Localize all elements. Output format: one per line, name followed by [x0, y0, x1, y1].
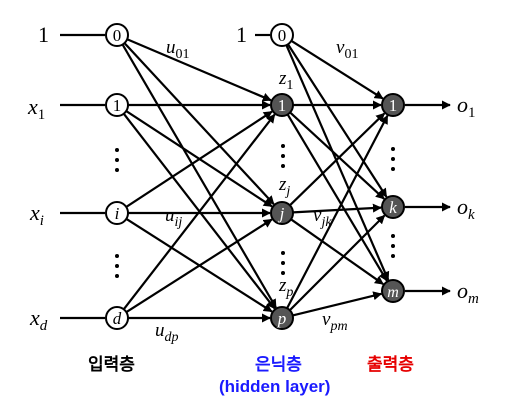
- edge-hidden-j-to-output-1: [289, 112, 386, 207]
- weight-label-v01: v01: [336, 37, 358, 62]
- edge-hidden-p-to-output-1: [286, 114, 389, 309]
- output-node-m: m: [381, 279, 405, 303]
- activation-label-zp: zp: [278, 275, 293, 300]
- output-label-om: om: [457, 278, 479, 307]
- hidden-node-1: 1: [270, 93, 294, 117]
- weight-label-vpm: vpm: [322, 309, 348, 334]
- hidden-ellipsis-lower-icon: [281, 251, 285, 275]
- input-layer-nodes: 0 1 i d: [105, 23, 129, 330]
- input-ellipsis-upper-icon: [115, 148, 119, 172]
- output-label-o1: o1: [457, 92, 476, 121]
- input-ellipsis-lower-icon: [115, 254, 119, 278]
- output-ellipsis-upper-icon: [391, 147, 395, 171]
- output-layer-label: 출력층: [367, 355, 414, 375]
- hidden-activation-labels: z1 zj zp: [278, 68, 293, 300]
- edge-hidden-j-to-output-m: [290, 218, 384, 286]
- input-node-d: d: [105, 306, 129, 330]
- weight-labels: u01 uij udp v01 vjk vpm: [155, 37, 358, 345]
- input-node-1: 1: [105, 93, 129, 117]
- output-arrows: [405, 100, 451, 296]
- hidden-layer-label: 은닉층: [255, 355, 302, 375]
- activation-label-zj: zj: [278, 174, 290, 199]
- output-ellipsis-lower-icon: [391, 234, 395, 258]
- hidden-node-0-label: 0: [278, 26, 287, 45]
- output-layer-nodes: 1 k m: [381, 93, 405, 303]
- edge-hidden-j-to-output-k: [292, 203, 382, 214]
- output-label-ok: ok: [457, 194, 475, 223]
- edge-input-0-to-hidden-p: [121, 43, 277, 309]
- hidden-bias-label: 1: [236, 22, 247, 47]
- edge-input-d-to-hidden-j: [125, 218, 273, 314]
- weight-label-uij: uij: [165, 205, 182, 230]
- edge-hidden-1-to-output-k: [289, 111, 385, 200]
- input-node-1-label: 1: [113, 96, 122, 115]
- ellipsis-dots: [115, 144, 395, 278]
- input-node-0-label: 0: [113, 26, 122, 45]
- hidden-layer-english-label: (hidden layer): [219, 377, 331, 396]
- output-node-k-label: k: [389, 198, 397, 217]
- hidden-node-0: 0: [270, 23, 294, 47]
- input-label-xd: xd: [29, 305, 48, 334]
- input-lines: [60, 33, 105, 320]
- edge-hidden-0-to-output-1: [290, 39, 384, 100]
- weight-label-vjk: vjk: [313, 205, 332, 230]
- hidden-layer-nodes: 0 1 j p: [270, 23, 294, 330]
- hidden-node-j-label: j: [278, 204, 285, 223]
- input-node-i-label: i: [115, 204, 120, 223]
- edge-input-0-to-hidden-j: [123, 42, 275, 205]
- input-node-0: 0: [105, 23, 129, 47]
- input-node-i: i: [105, 201, 129, 225]
- input-label-xi: xi: [29, 200, 44, 229]
- weight-label-u01: u01: [166, 37, 190, 62]
- edge-input-i-to-hidden-1: [125, 110, 273, 208]
- hidden-node-j: j: [270, 201, 294, 225]
- edge-hidden-p-to-output-k: [289, 214, 386, 311]
- hidden-ellipsis-upper-icon: [281, 144, 285, 168]
- bias-input-label: 1: [38, 22, 49, 47]
- edge-hidden-1-to-output-m: [286, 113, 388, 282]
- edge-input-0-to-hidden-1: [126, 38, 272, 102]
- input-layer-label: 입력층: [88, 355, 135, 375]
- output-node-k: k: [381, 195, 405, 219]
- edge-hidden-0-to-output-k: [287, 43, 388, 198]
- input-labels: 1 x1 xi xd 1: [27, 22, 247, 334]
- output-node-m-label: m: [387, 284, 399, 301]
- hidden-node-1-label: 1: [278, 96, 287, 115]
- output-node-1-label: 1: [389, 96, 398, 115]
- connection-edges: [121, 38, 390, 323]
- hidden-node-p-label: p: [277, 309, 287, 328]
- input-label-x1: x1: [27, 94, 45, 123]
- edge-hidden-p-to-output-m: [292, 291, 383, 317]
- output-node-1: 1: [381, 93, 405, 117]
- edge-input-d-to-hidden-1: [122, 113, 276, 310]
- edge-hidden-0-to-output-m: [285, 44, 390, 281]
- activation-label-z1: z1: [278, 68, 293, 93]
- input-node-d-label: d: [113, 309, 122, 328]
- weight-label-udp: udp: [155, 320, 179, 345]
- output-labels: o1 ok om: [457, 92, 479, 307]
- hidden-node-p: p: [270, 306, 294, 330]
